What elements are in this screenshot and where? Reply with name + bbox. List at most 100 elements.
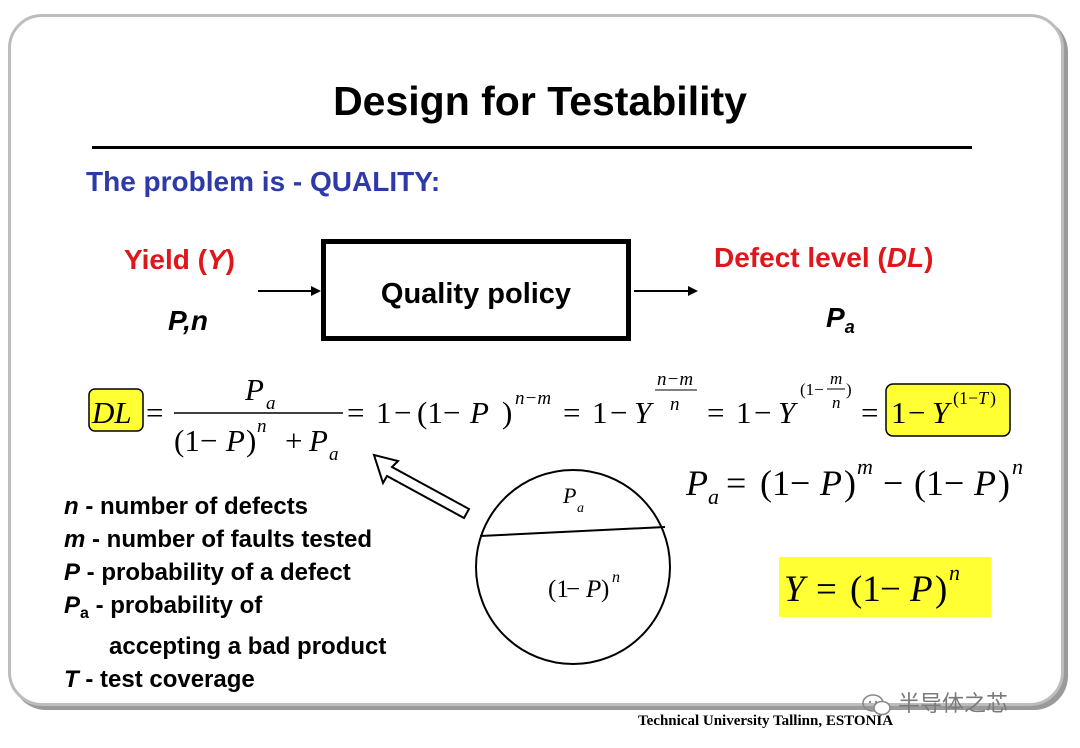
svg-text:(1: (1 [914,463,944,503]
svg-text:n: n [670,394,680,415]
dl-highlight [88,388,144,432]
svg-text:T: T [978,388,990,408]
yield-label: Yield (Y) [124,244,235,275]
legend-row: P - probability of a defect [64,559,351,586]
svg-text:P: P [819,463,842,503]
footer-credit: Technical University Tallinn, ESTONIA [638,713,894,729]
svg-text:): ) [502,395,512,430]
wechat-icon [862,694,891,716]
svg-text:1: 1 [592,395,608,430]
svg-text:n: n [612,569,620,586]
svg-text:P: P [244,372,264,407]
svg-text:): ) [601,576,609,603]
svg-text:n−m: n−m [657,369,693,390]
svg-text:a: a [266,393,276,414]
svg-text:−: − [883,463,903,503]
svg-text:−: − [443,395,460,430]
dl-symbol: DL [91,395,132,430]
svg-text:Y: Y [634,395,654,430]
svg-text:(1: (1 [174,423,200,458]
svg-text:a: a [329,444,339,465]
svg-text:P: P [308,423,328,458]
svg-text:=: = [816,569,837,610]
svg-text:(1−: (1− [800,380,824,399]
yield-formula-highlight [779,557,991,617]
problem-statement: The problem is - QUALITY: [86,166,441,197]
svg-text:=: = [726,463,746,503]
svg-text:n−m: n−m [515,388,551,409]
svg-text:P: P [685,463,708,503]
coverage-formula: 1 − Y (1− T ) [891,388,996,430]
svg-text:m: m [830,369,842,388]
svg-text:n: n [949,560,960,585]
svg-text:(1: (1 [417,395,443,430]
svg-text:): ) [998,463,1010,503]
quality-policy-label: Quality policy [380,278,572,310]
legend-row: m - number of faults tested [64,526,373,553]
svg-text:−: − [908,395,925,430]
svg-text:−: − [394,395,411,430]
svg-text:−: − [566,576,580,603]
svg-text:−: − [880,569,901,610]
svg-text:=: = [861,395,878,430]
svg-text:1: 1 [376,395,392,430]
svg-text:P: P [585,576,601,603]
legend-row: Pa - probability of [64,592,263,622]
svg-text:P: P [562,483,576,508]
svg-text:1: 1 [736,395,752,430]
svg-text:−: − [944,463,964,503]
input-arrow [258,286,321,296]
inputs-label: P,n [168,305,208,336]
svg-text:(1: (1 [760,463,790,503]
svg-text:a: a [708,484,719,509]
pa-formula: P a = (1 − P ) m − (1 − P ) n [685,454,1023,509]
svg-text:=: = [146,395,163,430]
svg-text:P: P [973,463,996,503]
svg-text:=: = [347,395,364,430]
svg-text:n: n [257,416,267,437]
svg-text:): ) [246,423,256,458]
svg-text:(1−: (1− [953,388,978,409]
main-formula: = P a (1 − P ) n + P a = 1 − (1 − P ) n−… [146,369,878,465]
legend: n - number of defects m - number of faul… [64,490,386,696]
svg-text:): ) [846,380,852,399]
svg-text:=: = [563,395,580,430]
svg-text:m: m [857,454,873,479]
svg-text:−: − [754,395,771,430]
svg-text:P: P [225,423,245,458]
svg-text:−: − [200,423,217,458]
watermark: 半导体之芯 [862,686,1008,718]
coverage-highlight [885,383,1011,437]
output-symbol: Pa [826,302,855,337]
svg-text:n: n [1012,454,1023,479]
output-arrow [634,286,698,296]
svg-text:): ) [935,569,947,610]
svg-text:Y: Y [784,569,808,610]
legend-row: T - test coverage [64,666,255,693]
svg-text:): ) [990,388,996,409]
slide-title: Design for Testability [333,78,747,124]
yield-formula: Y = (1 − P ) n [784,560,960,610]
svg-text:Y: Y [932,395,952,430]
defect-level-label: Defect level (DL) [714,242,934,273]
svg-text:(1: (1 [548,576,569,603]
svg-text:=: = [707,395,724,430]
svg-text:n: n [832,393,841,412]
svg-text:+: + [285,423,302,458]
legend-row-continuation: accepting a bad product [109,633,387,660]
svg-text:P: P [469,395,489,430]
svg-text:−: − [610,395,627,430]
svg-text:P: P [909,569,933,610]
svg-text:Y: Y [778,395,798,430]
probability-circle: P a (1 − P ) n [475,469,671,665]
quality-policy-box: Quality policy [321,239,631,341]
svg-text:(1: (1 [850,569,881,610]
svg-text:1: 1 [891,395,907,430]
hollow-arrow [372,453,471,520]
svg-text:): ) [844,463,856,503]
svg-text:a: a [577,501,584,516]
title-divider [92,146,972,149]
legend-row: n - number of defects [64,493,309,520]
svg-text:−: − [790,463,810,503]
